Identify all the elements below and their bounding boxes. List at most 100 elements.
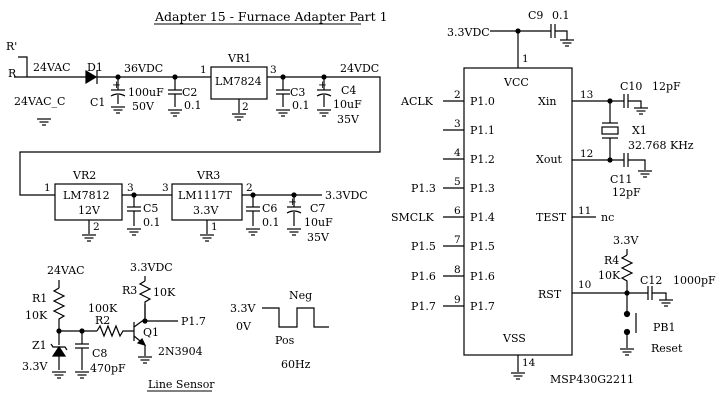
pin-rst-name: RST bbox=[538, 288, 562, 301]
vr1-pin1: 1 bbox=[200, 64, 207, 76]
x1-label: X1 bbox=[632, 124, 647, 137]
square-waveform bbox=[262, 307, 329, 328]
c4-value: 10uF bbox=[333, 98, 362, 111]
vr1-pin3: 3 bbox=[270, 64, 277, 76]
pin-rst-number: 10 bbox=[578, 279, 591, 291]
vr2-voltage: 12V bbox=[78, 204, 101, 217]
r2-label: R2 bbox=[95, 314, 110, 327]
c7-value: 10uF bbox=[304, 216, 333, 229]
r1-value: 10K bbox=[25, 309, 48, 322]
c5-label: C5 bbox=[143, 202, 158, 215]
waveform-section: 3.3V 0V Neg Pos 60Hz bbox=[230, 289, 329, 371]
mcu-vss-label: VSS bbox=[502, 332, 526, 345]
ground-symbol bbox=[231, 113, 247, 121]
ground-symbol bbox=[36, 118, 52, 126]
vr2-pin2: 2 bbox=[93, 221, 100, 233]
capacitor-c6 bbox=[246, 192, 260, 226]
z1-label: Z1 bbox=[32, 339, 47, 352]
r1-label: R1 bbox=[32, 292, 47, 305]
pin-p14-net: SMCLK bbox=[391, 211, 435, 224]
capacitor-c10 bbox=[623, 94, 642, 108]
c6-label: C6 bbox=[262, 202, 277, 215]
schematic-title: Adapter 15 - Furnace Adapter Part 1 bbox=[154, 9, 388, 24]
ground-symbol bbox=[633, 107, 649, 115]
c4-voltage: 35V bbox=[337, 113, 360, 126]
pin-p11-name: P1.1 bbox=[470, 124, 495, 137]
capacitor-c8 bbox=[75, 328, 89, 370]
c3-label: C3 bbox=[290, 86, 305, 99]
c7-label: C7 bbox=[310, 202, 325, 215]
sensor-out-label: P1.7 bbox=[181, 315, 206, 328]
junction-dot bbox=[607, 157, 613, 163]
pin-xout-number: 12 bbox=[580, 148, 593, 160]
vr1-part: LM7824 bbox=[215, 75, 262, 88]
capacitor-c7: + bbox=[286, 192, 302, 226]
c9-value: 0.1 bbox=[552, 9, 570, 22]
input-r-label: R bbox=[8, 67, 17, 80]
c4-label: C4 bbox=[341, 84, 356, 97]
pin-p12-number: 4 bbox=[454, 147, 461, 159]
c10-label: C10 bbox=[620, 80, 642, 93]
ground-symbol bbox=[137, 356, 153, 364]
svg-text:+: + bbox=[318, 79, 327, 91]
capacitor-c3 bbox=[276, 74, 290, 107]
q1-part: 2N3904 bbox=[158, 345, 203, 358]
c8-label: C8 bbox=[92, 347, 107, 360]
pin-p13-name: P1.3 bbox=[470, 182, 495, 195]
c5-value: 0.1 bbox=[143, 216, 161, 229]
pin-p13-number: 5 bbox=[454, 176, 461, 188]
wave-high-label: 3.3V bbox=[230, 302, 256, 315]
wave-freq-label: 60Hz bbox=[281, 358, 311, 371]
power-supply-section: R' R 24VAC 24VAC_C D1 36VDC + C1 100uF 5… bbox=[6, 40, 381, 244]
ground-symbol bbox=[245, 228, 261, 236]
mcu-supply-wire bbox=[490, 30, 519, 68]
capacitor-c4: + bbox=[316, 74, 332, 107]
vr3-voltage: 3.3V bbox=[193, 204, 219, 217]
pin-p16-name: P1.6 bbox=[470, 270, 495, 283]
vr2-pin1: 1 bbox=[44, 182, 51, 194]
c1-voltage: 50V bbox=[132, 100, 155, 113]
r4-label: R4 bbox=[604, 254, 619, 267]
z1-value: 3.3V bbox=[22, 360, 48, 373]
pin-p11-number: 3 bbox=[454, 118, 461, 130]
c3-value: 0.1 bbox=[292, 99, 310, 112]
c8-value: 470pF bbox=[90, 362, 126, 375]
r2-value: 100K bbox=[88, 302, 118, 315]
r3-label: R3 bbox=[122, 284, 137, 297]
ground-symbol bbox=[51, 371, 67, 379]
pin-xin-name: Xin bbox=[538, 95, 556, 108]
r3-value: 10K bbox=[153, 286, 176, 299]
rst-3v3-label: 3.3V bbox=[613, 234, 639, 247]
ground-symbol bbox=[74, 371, 90, 379]
ground-symbol bbox=[126, 228, 142, 236]
rail-24vdc-wire bbox=[19, 76, 381, 196]
ground-symbol bbox=[275, 109, 291, 117]
pin-p14-number: 6 bbox=[454, 205, 461, 217]
capacitor-c9 bbox=[518, 24, 568, 40]
input-24vac-c-label: 24VAC_C bbox=[14, 95, 65, 108]
capacitor-c1: + bbox=[110, 74, 126, 104]
c1-label: C1 bbox=[90, 96, 105, 109]
c1-value: 100uF bbox=[128, 86, 164, 99]
resistor-r3 bbox=[138, 280, 152, 321]
zener-z1 bbox=[50, 343, 68, 370]
net-36vdc-label: 36VDC bbox=[124, 62, 163, 75]
pin-p16-net: P1.6 bbox=[411, 270, 436, 283]
vss-pin-number: 14 bbox=[522, 357, 536, 369]
r4-value: 10K bbox=[598, 269, 621, 282]
c12-value: 1000pF bbox=[673, 274, 716, 287]
ground-symbol bbox=[286, 228, 302, 236]
capacitor-c2 bbox=[168, 74, 182, 107]
pin-xout-name: Xout bbox=[536, 153, 563, 166]
pin-p15-number: 7 bbox=[454, 234, 461, 246]
vr3-part: LM1117T bbox=[178, 189, 233, 202]
pin-p15-name: P1.5 bbox=[470, 240, 495, 253]
pin-p14-name: P1.4 bbox=[470, 211, 495, 224]
vr2-pin3: 3 bbox=[127, 182, 134, 194]
capacitor-c12 bbox=[647, 286, 667, 300]
sensor-24vac-label: 24VAC bbox=[47, 264, 85, 277]
mcu-section: 3.3VDC C9 0.1 1 VCC VSS 14 MSP430G2211 bbox=[391, 9, 716, 386]
pushbutton-pb1 bbox=[623, 293, 637, 348]
ground-symbol bbox=[167, 109, 183, 117]
ground-symbol bbox=[637, 170, 653, 178]
